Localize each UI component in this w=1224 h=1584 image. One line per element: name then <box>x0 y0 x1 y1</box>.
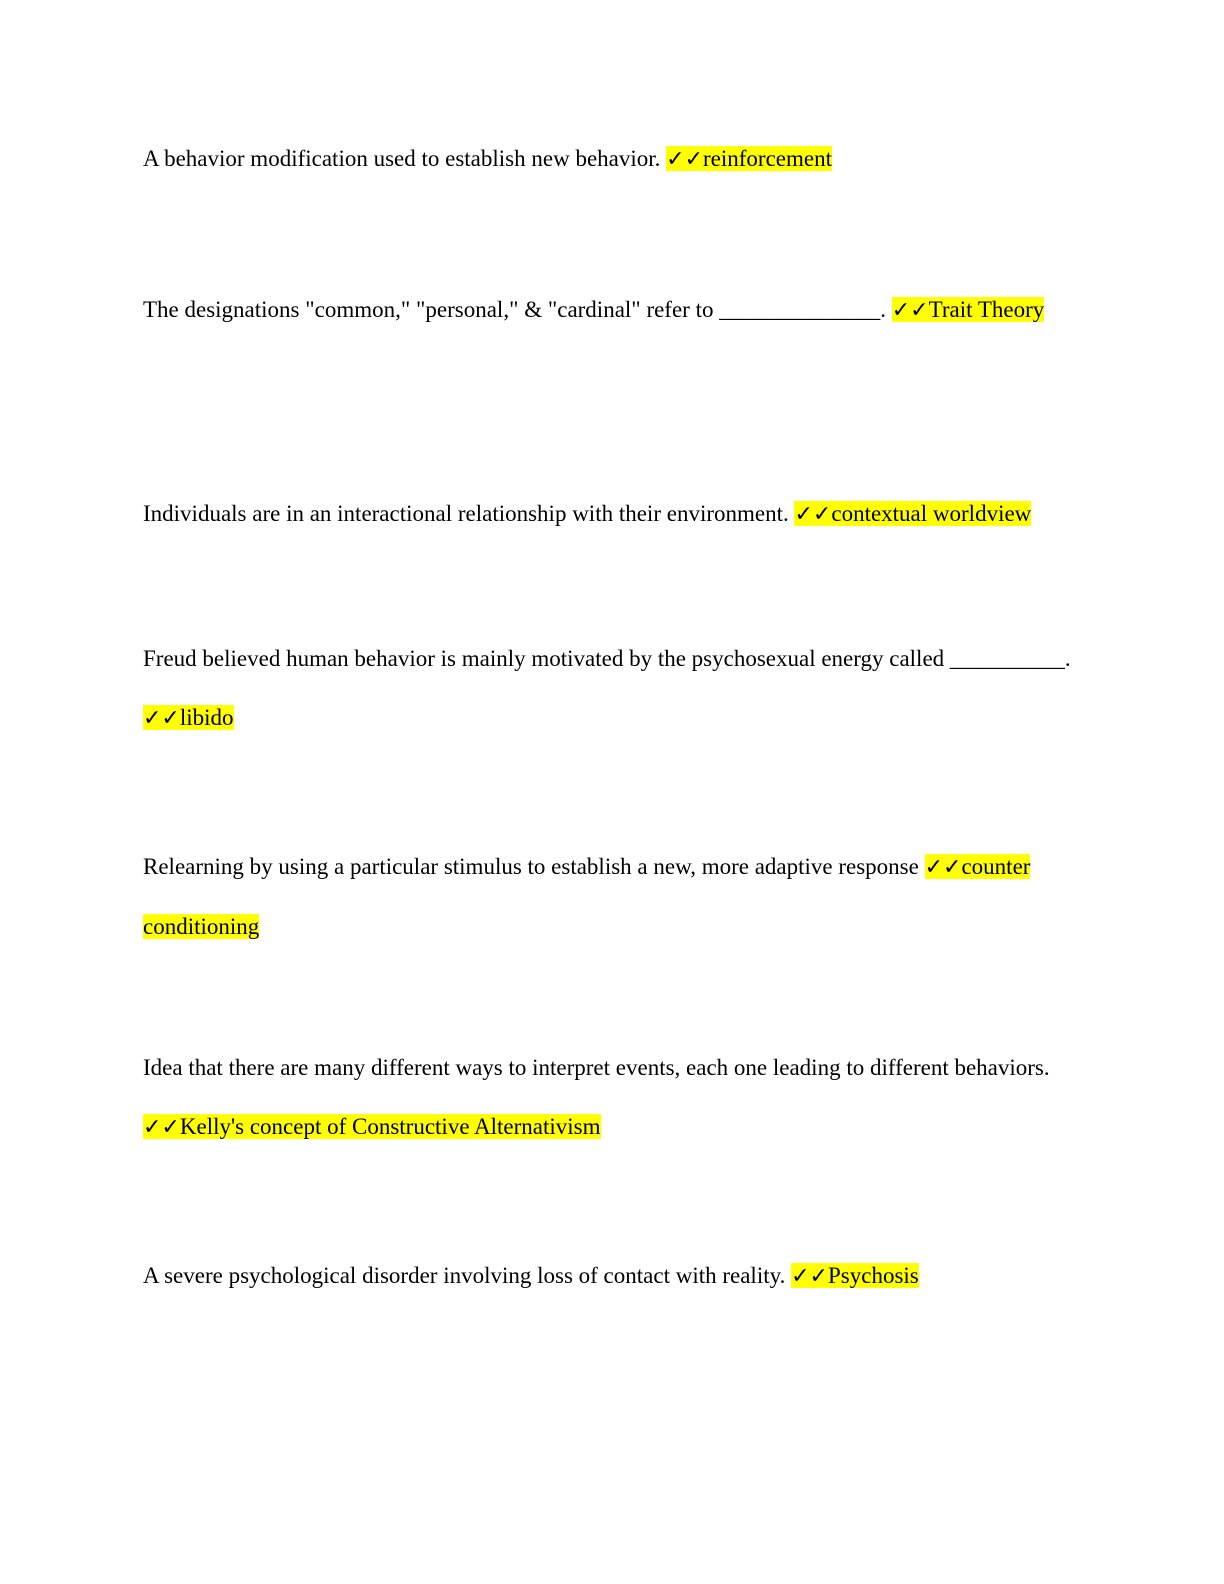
question-text: Relearning by using a particular stimulu… <box>143 854 925 879</box>
question-text: Freud believed human behavior is mainly … <box>143 646 1071 671</box>
flashcard-item: A severe psychological disorder involvin… <box>143 1247 1073 1307</box>
answer-text: Trait Theory <box>928 297 1045 322</box>
question-text: The designations "common," "personal," &… <box>143 297 892 322</box>
flashcard-item: A behavior modification used to establis… <box>143 130 1073 190</box>
answer-highlight: ✓✓contextual worldview <box>794 501 1032 527</box>
answer-highlight: ✓✓reinforcement <box>666 146 832 172</box>
answer-text: contextual worldview <box>831 501 1032 526</box>
answer-highlight: ✓✓Kelly's concept of Constructive Altern… <box>143 1113 601 1140</box>
answer-highlight: ✓✓Trait Theory <box>891 297 1045 323</box>
question-text: Individuals are in an interactional rela… <box>143 501 795 526</box>
double-check-icon: ✓✓ <box>143 705 180 731</box>
flashcard-item: Relearning by using a particular stimulu… <box>143 838 1073 956</box>
double-check-icon: ✓✓ <box>791 1264 828 1289</box>
double-check-icon: ✓✓ <box>794 502 832 527</box>
answer-text: Kelly's concept of Constructive Alternat… <box>179 1113 601 1139</box>
question-text: Idea that there are many different ways … <box>143 1055 1050 1080</box>
answer-text: counter conditioning <box>143 854 1031 939</box>
answer-text: libido <box>179 704 234 730</box>
flashcard-item: The designations "common," "personal," &… <box>143 281 1073 341</box>
double-check-icon: ✓✓ <box>666 147 704 172</box>
flashcard-item: Freud believed human behavior is mainly … <box>143 630 1073 748</box>
double-check-icon: ✓✓ <box>924 855 962 880</box>
double-check-icon: ✓✓ <box>891 298 929 323</box>
answer-text: reinforcement <box>703 146 832 171</box>
question-text: A severe psychological disorder involvin… <box>143 1263 792 1288</box>
flashcard-item: Individuals are in an interactional rela… <box>143 485 1073 545</box>
answer-highlight: ✓✓Psychosis <box>791 1263 919 1289</box>
double-check-icon: ✓✓ <box>143 1114 180 1140</box>
flashcard-item: Idea that there are many different ways … <box>143 1039 1073 1157</box>
answer-highlight: ✓✓libido <box>143 704 234 731</box>
question-text: A behavior modification used to establis… <box>143 146 667 171</box>
answer-text: Psychosis <box>828 1263 919 1288</box>
